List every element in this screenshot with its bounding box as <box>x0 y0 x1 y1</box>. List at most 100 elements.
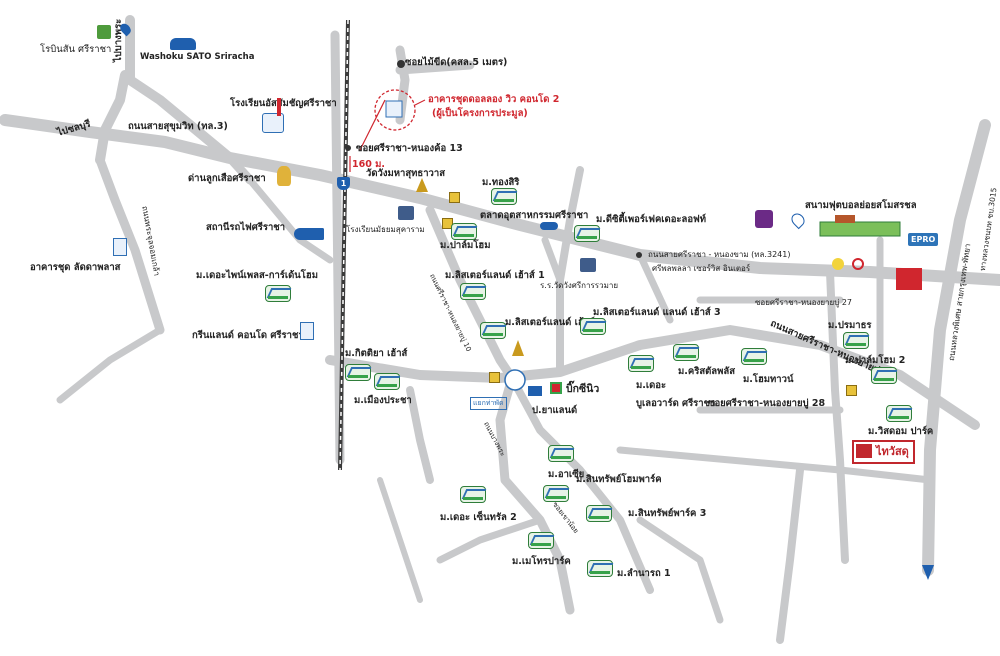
no-entry-icon <box>852 258 864 270</box>
m-lsgarden3-label: ม.ลิสเตอร์แลนด์ แลนด์ เฮ้าส์ 3 <box>593 307 721 318</box>
sign-icon <box>449 192 460 203</box>
hospital-icon <box>896 268 922 290</box>
house-icon <box>460 283 486 300</box>
house-icon <box>628 355 654 372</box>
house-icon <box>587 560 613 577</box>
green-condo-label: กรีนแลนด์ คอนโด ศรีราชา <box>192 330 304 341</box>
railway-station-label: สถานีรถไฟศรีราชา <box>206 222 286 233</box>
bus-icon <box>170 38 196 50</box>
football-label: สนามฟุตบอลย่อยสโมสรชล <box>805 200 917 211</box>
wat-mahasuphan-label: วัดวังมหาสุทธาวาส <box>366 168 445 179</box>
scout-icon <box>277 166 291 186</box>
project-subtitle: (ผู้เป็นโครงการประมูล) <box>432 108 528 119</box>
m-grand-garden-label: ม.เดอะไพน์เพลส-การ์เด้นโฮม <box>196 270 318 281</box>
robinson-icon <box>97 25 111 39</box>
condo-icon-ladda <box>113 238 127 256</box>
suki-school-label: โรงเรียนมัธยมสุคาราม <box>346 225 425 234</box>
house-icon <box>528 532 554 549</box>
condo-ladda-label: อาคารชุด ลัดดาพลาส <box>30 262 121 273</box>
sign-icon-3 <box>489 372 500 383</box>
m-crystal-label: ม.คริสตัลพลัส <box>678 366 735 377</box>
m-sinthreehome-label: ม.สินทรัพย์โฮมพาร์ค <box>576 474 662 485</box>
soi-nongyai27-label: ซอยศรีราชา-หนองยายบู่ 27 <box>755 298 853 307</box>
school-icon <box>262 113 284 133</box>
house-icon <box>673 344 699 361</box>
m-palmhome2-label: ม.ปาล์มโฮม 2 <box>845 355 906 366</box>
m-sinpark3-label: ม.สินทรัพย์พาร์ค 3 <box>628 508 707 519</box>
m-wisdom-label: ม.วิสดอม ปาร์ค <box>868 426 934 437</box>
robinson-label: โรบินสัน ศรีราชา <box>40 44 112 55</box>
route-shield-icon: 1 <box>337 177 350 190</box>
m-lamlukka1-label: ม.ลำนารถ 1 <box>617 568 671 579</box>
project-title: อาคารชุดดอลลอง วิว คอนโด 2 <box>428 94 560 105</box>
house-icon <box>886 405 912 422</box>
house-icon <box>871 367 897 384</box>
house-icon <box>265 285 291 302</box>
m-metro-label: ม.เมโทรปาร์ค <box>512 556 571 567</box>
m-dasia-label: ม.อาเซีย <box>548 469 585 480</box>
house-icon <box>480 322 506 339</box>
market-vision-label: ศรีพลพลลา เซอร์วิส อินเตอร์ <box>652 264 751 273</box>
m-kittiya-label: ม.กิตติยา เฮ้าส์ <box>345 348 408 359</box>
house-icon <box>580 318 606 335</box>
nongkham-road-label: ถนนสายศรีราชา - หนองขาม (ทล.3241) <box>648 250 791 259</box>
thaiwatsadu-icon <box>856 444 872 458</box>
roundabout-label: แยกท่าพัด <box>470 397 507 410</box>
condo-icon-green <box>300 322 314 340</box>
house-icon <box>345 364 371 381</box>
m-bunnarat-label: ม.ปรมาธร <box>828 320 872 331</box>
project-marker[interactable] <box>349 89 426 172</box>
soi-makro-label: ซอยไม้ขีด(คสล.5 เมตร) <box>405 57 508 68</box>
house-icon <box>586 505 612 522</box>
sukhumvit-label: ถนนสายสุขุมวิท (ทล.3) <box>128 121 228 132</box>
m-lsgarden2-label: ม.ลิสเตอร์แลนด์ เฮ้าส์ 2 <box>505 317 605 328</box>
gas-station-icon <box>832 258 844 270</box>
soi-nongkho-pin <box>345 145 351 151</box>
thaiwatsadu-label: ไทวัสดุ <box>876 445 909 458</box>
house-icon <box>741 348 767 365</box>
intersection-pin <box>636 252 642 258</box>
distance-label: 160 ม. <box>352 159 386 170</box>
football-field <box>819 221 901 237</box>
m-center2-label: ม.เดอะ เซ็นทรัล 2 <box>440 512 517 523</box>
shopping-icon <box>755 210 773 228</box>
house-icon <box>543 485 569 502</box>
railway-line <box>338 19 350 471</box>
scout-camp-label: ด่านลูกเสือศรีราชา <box>188 173 266 184</box>
soi-nongyai28-label: ซอยศรีราชา-หนองยายบู่ 28 <box>708 398 826 409</box>
m-lsgarden1-label: ม.ลิสเตอร์แลนด์ เฮ้าส์ 1 <box>445 270 545 281</box>
washoku-label: Washoku SATO Sriracha <box>140 52 255 62</box>
wat-school-icon <box>580 258 596 272</box>
soi-makro-pin <box>397 60 405 68</box>
roundabout-marker <box>504 369 526 391</box>
house-icon <box>843 332 869 349</box>
house-icon <box>374 373 400 390</box>
m-muangprachathai-label: ม.เมืองประชา <box>354 395 412 406</box>
thaiwatsadu-logo[interactable]: ไทวัสดุ <box>852 440 915 464</box>
house-icon <box>451 223 477 240</box>
talad-market-label: ตลาดอุตสาหกรรมศรีราชา <box>480 210 589 221</box>
soi-nongkho13-label: ซอยศรีราชา-หนองค้อ 13 <box>356 143 463 154</box>
train-icon <box>294 228 324 240</box>
m-homtown-label: ม.โฮมทาวน์ <box>743 374 794 385</box>
bigc-icon <box>550 382 562 394</box>
mall-icon <box>528 386 542 396</box>
bigc-label: บิ๊กซีนิว <box>566 383 600 395</box>
sign-icon-4 <box>846 385 857 396</box>
bus-stop-icon <box>540 222 558 230</box>
house-icon <box>491 188 517 205</box>
mall-label: ป.ยาแลนด์ <box>532 405 578 416</box>
temple-icon <box>416 178 428 192</box>
m-palmhome-label: ม.ปาล์มโฮม <box>440 240 491 251</box>
m-dcity-label: ม.ดีซิตี้เพอร์เฟคเดอะลอฟท์ <box>596 214 707 225</box>
temple-icon-2 <box>512 340 524 356</box>
m-the-label: ม.เดอะ <box>636 380 667 391</box>
m-thongsiri-label: ม.ทองสิริ <box>482 177 520 188</box>
assumption-school-label: โรงเรียนอัสสัมชัญศรีราชา <box>230 98 337 109</box>
house-icon <box>460 486 486 503</box>
epro-logo: EPRO <box>908 233 939 246</box>
house-icon <box>548 445 574 462</box>
arrow-icon <box>922 565 934 580</box>
wat-school-label: ร.ร.วัดวังศรีการรวมาย <box>540 281 619 290</box>
house-icon <box>574 225 600 242</box>
